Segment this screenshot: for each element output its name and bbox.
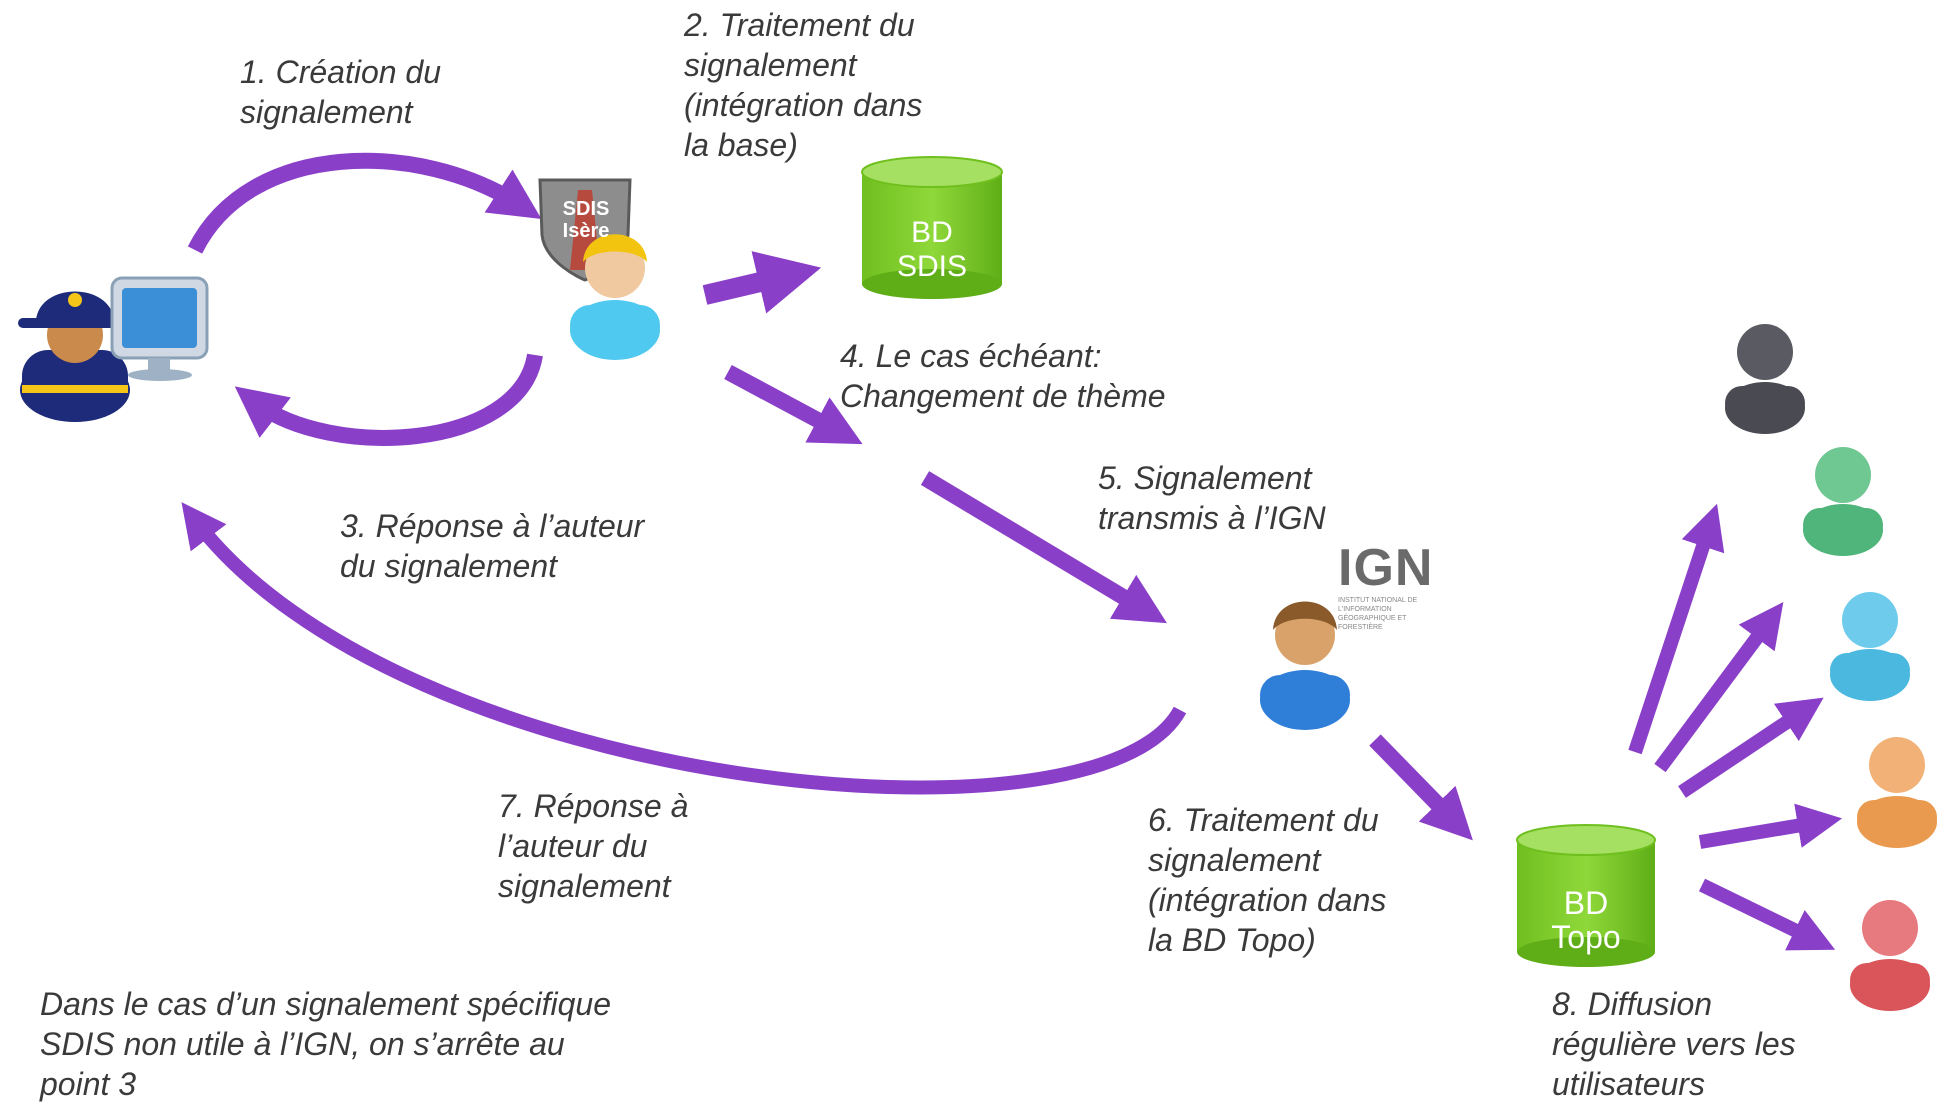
ign-logo-subtitle: INSTITUT NATIONAL DE L'INFORMATION GÉOGR… — [1338, 597, 1418, 631]
user-icon — [1857, 737, 1937, 848]
bd-sdis-line2: SDIS — [896, 250, 968, 283]
user-icon — [1850, 900, 1930, 1011]
arrow-diffusion-5 — [1698, 878, 1836, 951]
step-1-label: 1. Création du signalement — [240, 54, 442, 130]
bd-sdis-line1: BD — [911, 216, 953, 249]
arrow-diffusion-1 — [1628, 503, 1725, 755]
user-icon — [1725, 324, 1805, 434]
bd-sdis-label: BD SDIS — [862, 216, 1002, 284]
step-6-label: 6. Traitement du signalement (intégratio… — [1148, 802, 1387, 958]
step-4-label: 4. Le cas échéant: Changement de thème — [840, 338, 1166, 414]
arrow-response-3 — [234, 353, 543, 446]
arrow-response-7 — [181, 502, 1187, 795]
step-3-label: 3. Réponse à l’auteur du signalement — [340, 508, 645, 584]
bd-topo-label: BD Topo — [1517, 886, 1655, 954]
step-7-label: 7. Réponse à l’auteur du signalement — [498, 788, 689, 904]
step-8-label: 8. Diffusion régulière vers les utilisat… — [1552, 986, 1796, 1102]
user-icon — [1830, 592, 1910, 701]
bd-topo-line2: Topo — [1551, 919, 1621, 955]
footnote: Dans le cas d’un signalement spécifique … — [40, 986, 611, 1102]
step-5-label: 5. Signalement transmis à l’IGN — [1098, 460, 1326, 536]
database-bd-sdis — [861, 156, 1003, 299]
database-bd-topo — [1516, 824, 1656, 967]
arrow-to-ign — [920, 471, 1167, 624]
firefighter-icon — [18, 291, 130, 422]
sdis-operator-icon — [570, 234, 660, 360]
sdis-logo-text: SDIS Isère — [562, 198, 610, 242]
ign-logo-text: IGN — [1338, 539, 1434, 597]
bd-topo-line1: BD — [1563, 885, 1609, 921]
step-2-label: 2. Traitement du signalement (intégratio… — [684, 7, 923, 163]
ign-logo-icon: IGN INSTITUT NATIONAL DE L'INFORMATION G… — [1338, 540, 1448, 632]
arrow-change-theme — [724, 364, 863, 445]
ign-operator-icon — [1260, 601, 1350, 730]
arrow-creation — [187, 152, 542, 254]
arrow-diffusion-2 — [1654, 602, 1784, 773]
user-icon — [1803, 447, 1883, 556]
arrow-diffusion-3 — [1678, 697, 1824, 798]
arrow-to-bd-topo — [1369, 734, 1473, 841]
computer-monitor-icon — [110, 276, 209, 381]
arrow-diffusion-4 — [1698, 803, 1843, 849]
arrow-to-bd-sdis — [702, 251, 822, 314]
